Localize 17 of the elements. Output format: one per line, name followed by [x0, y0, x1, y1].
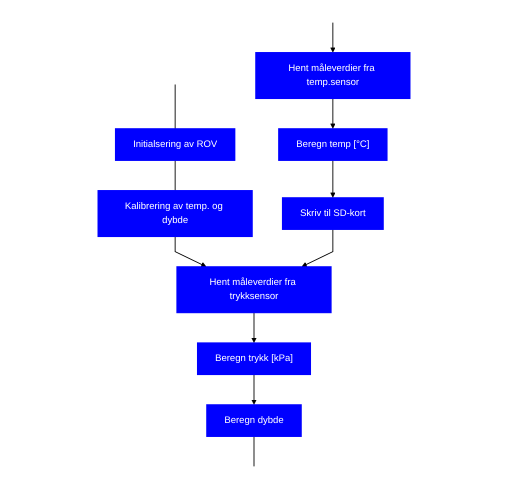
- arrow: [330, 160, 336, 198]
- node-box: Initialsering av ROV: [114, 128, 236, 161]
- node-box: Beregn trykk [kPa]: [196, 342, 312, 376]
- connector: [174, 160, 176, 191]
- node-box: Kalibrering av temp. og dybde: [98, 190, 253, 238]
- arrow: [251, 312, 257, 343]
- arrow: [330, 98, 336, 129]
- node-box: Skriv til SD-kort: [282, 197, 384, 230]
- arrow: [330, 22, 336, 53]
- node-box: Hent måleverdier fra temp.sensor: [255, 52, 410, 100]
- node-box: Hent måleverdier fra trykksensor: [176, 266, 332, 314]
- node-box: Beregn dybde: [206, 404, 302, 437]
- arrow: [302, 229, 334, 267]
- connector: [174, 84, 176, 129]
- arrow: [251, 374, 257, 405]
- node-box: Beregn temp [°C]: [278, 128, 388, 161]
- arrow: [174, 236, 206, 267]
